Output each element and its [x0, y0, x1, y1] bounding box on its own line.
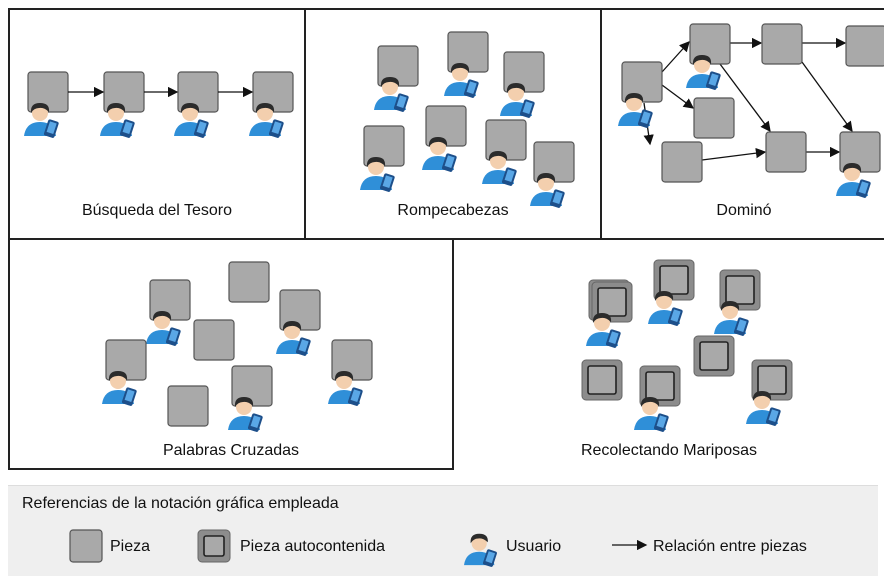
piece-icon — [228, 261, 270, 303]
user-icon — [530, 173, 565, 208]
user-icon — [249, 103, 284, 138]
piece-icon — [761, 23, 803, 65]
user-icon — [24, 103, 59, 138]
legend: Referencias de la notación gráfica emple… — [8, 485, 878, 576]
user-icon — [174, 103, 209, 138]
legend-icons — [69, 529, 648, 567]
domino-diagram — [618, 23, 884, 198]
user-icon — [648, 291, 683, 326]
relation-arrow — [801, 61, 853, 133]
legend-label-relation: Relación entre piezas — [653, 538, 807, 555]
piece-icon — [621, 61, 663, 103]
piece-icon — [167, 385, 209, 427]
user-icon — [500, 83, 535, 118]
piece-icon — [533, 141, 575, 183]
crossword-diagram — [102, 261, 373, 432]
panel-title-domino: Dominó — [716, 202, 772, 219]
puzzle-diagram — [360, 31, 575, 208]
piece-icon — [331, 339, 373, 381]
butterflies-diagram — [581, 259, 793, 432]
piece-icon — [69, 529, 103, 563]
piece-icon — [363, 125, 405, 167]
piece-icon — [279, 289, 321, 331]
panel-domino: Dominó — [600, 8, 884, 240]
relation-arrow — [719, 63, 771, 133]
self-contained-piece-icon — [751, 359, 793, 401]
panel-puzzle: Rompecabezas — [304, 8, 602, 240]
relation-arrow — [661, 84, 695, 109]
legend-label-selfcontained: Pieza autocontenida — [240, 538, 385, 555]
user-icon — [228, 397, 263, 432]
panel-treasure-hunt: Búsqueda del Tesoro — [8, 8, 306, 240]
relation-arrow — [701, 147, 767, 161]
treasure-hunt-diagram — [24, 71, 294, 138]
piece-icon — [231, 365, 273, 407]
piece-icon — [693, 97, 735, 139]
self-contained-piece-icon — [581, 359, 623, 401]
user-icon — [836, 163, 871, 198]
user-icon — [360, 157, 395, 192]
relation-arrow — [661, 41, 690, 73]
panel-title-crossword: Palabras Cruzadas — [162, 442, 300, 459]
piece-icon — [485, 119, 527, 161]
piece-icon — [105, 339, 147, 381]
user-icon — [618, 93, 653, 128]
panel-crossword: Palabras Cruzadas — [8, 238, 454, 470]
user-icon — [276, 321, 311, 356]
piece-icon — [839, 131, 881, 173]
piece-icon — [845, 25, 884, 67]
piece-icon — [447, 31, 489, 73]
piece-icon — [149, 279, 191, 321]
panel-butterflies: Recolectando Mariposas — [452, 238, 884, 470]
piece-icon — [661, 141, 703, 183]
piece-icon — [689, 23, 731, 65]
user-icon — [102, 371, 137, 406]
panel-title-treasure-hunt: Búsqueda del Tesoro — [81, 202, 233, 219]
user-icon — [586, 313, 621, 348]
piece-icon — [765, 131, 807, 173]
piece-icon — [377, 45, 419, 87]
panel-title-butterflies: Recolectando Mariposas — [580, 442, 758, 459]
user-icon — [634, 397, 669, 432]
legend-label-piece: Pieza — [110, 538, 151, 555]
user-icon — [422, 137, 457, 172]
user-icon — [444, 63, 479, 98]
self-contained-piece-icon — [693, 335, 735, 377]
self-contained-piece-icon — [653, 259, 695, 301]
piece-icon — [503, 51, 545, 93]
panel-title-puzzle: Rompecabezas — [397, 202, 509, 219]
piece-icon — [425, 105, 467, 147]
user-icon — [328, 371, 363, 406]
piece-icon — [193, 319, 235, 361]
legend-label-user: Usuario — [506, 538, 562, 555]
self-contained-piece-icon — [639, 365, 681, 407]
user-icon — [714, 301, 749, 336]
user-icon — [482, 151, 517, 186]
self-contained-piece-icon — [197, 529, 231, 563]
user-icon — [464, 533, 497, 567]
user-icon — [686, 55, 721, 90]
self-contained-piece-icon — [591, 281, 633, 323]
legend-title: Referencias de la notación gráfica emple… — [22, 495, 339, 512]
user-icon — [100, 103, 135, 138]
user-icon — [146, 311, 181, 346]
user-icon — [746, 391, 781, 426]
self-contained-piece-icon — [719, 269, 761, 311]
user-icon — [374, 77, 409, 112]
